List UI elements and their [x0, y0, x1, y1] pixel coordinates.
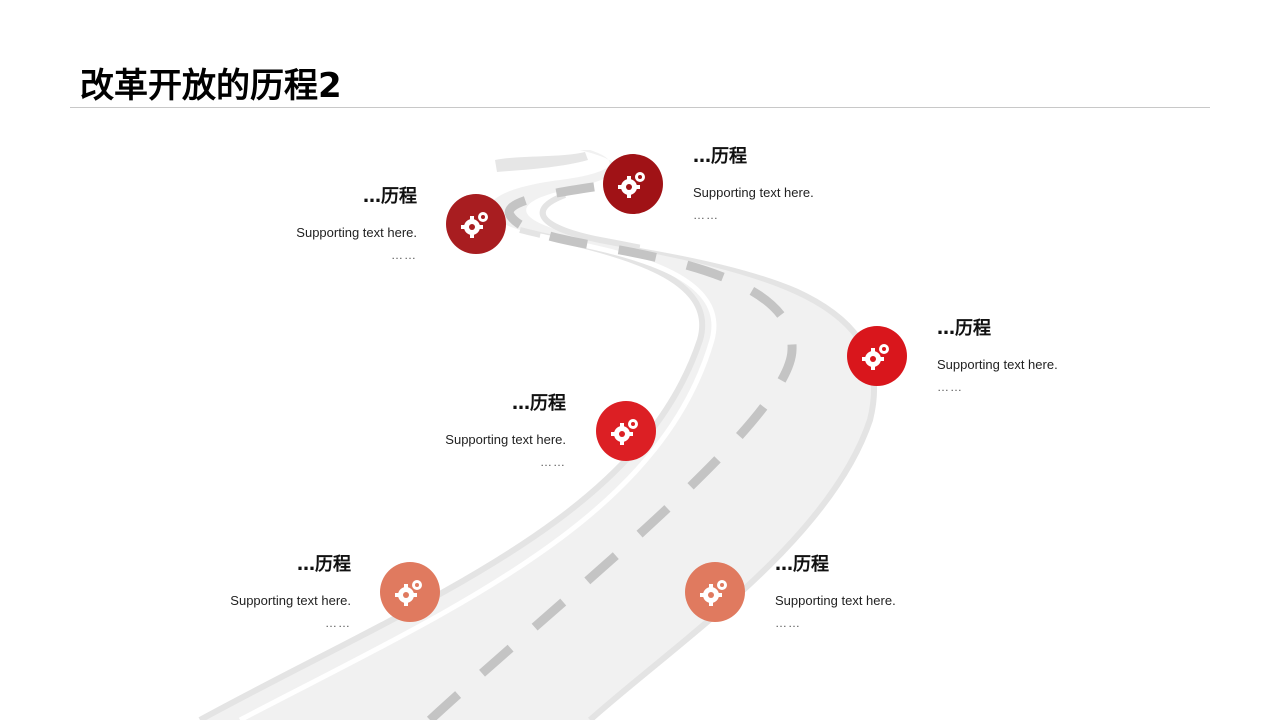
gears-icon [618, 172, 645, 198]
road-center-dashes [426, 181, 797, 720]
page-title: 改革开放的历程2 [80, 66, 342, 106]
milestone-2-more: …… [693, 208, 719, 222]
milestone-4-heading: …历程 [512, 393, 566, 414]
milestone-4-badge[interactable] [596, 401, 656, 461]
gears-icon [700, 580, 727, 606]
milestone-2-label: …历程 Supporting text here. …… [693, 142, 893, 222]
milestone-5-heading: …历程 [297, 554, 351, 575]
milestone-5-badge[interactable] [380, 562, 440, 622]
milestone-1-label: …历程 Supporting text here. …… [217, 182, 417, 262]
milestone-1-more: …… [391, 248, 417, 262]
milestone-6-badge[interactable] [685, 562, 745, 622]
milestone-4-label: …历程 Supporting text here. …… [366, 389, 566, 469]
milestone-1-heading: …历程 [363, 186, 417, 207]
milestone-5-text: Supporting text here. [230, 593, 351, 608]
gears-icon [395, 580, 422, 606]
milestone-2-text: Supporting text here. [693, 185, 814, 200]
milestone-5-more: …… [325, 616, 351, 630]
gears-icon [461, 212, 488, 238]
milestone-6-heading: …历程 [775, 554, 829, 575]
milestone-4-more: …… [540, 455, 566, 469]
title-divider [70, 107, 1210, 108]
milestone-1-text: Supporting text here. [296, 225, 417, 240]
milestone-2-heading: …历程 [693, 146, 747, 167]
milestone-6-label: …历程 Supporting text here. …… [775, 550, 975, 630]
road-edge-right-inner [610, 244, 890, 720]
milestone-1-badge[interactable] [446, 194, 506, 254]
road-distant [495, 152, 588, 172]
milestone-3-label: …历程 Supporting text here. …… [937, 314, 1137, 394]
gears-icon [862, 344, 889, 370]
gears-icon [611, 419, 638, 445]
milestone-5-label: …历程 Supporting text here. …… [151, 550, 351, 630]
milestone-3-more: …… [937, 380, 963, 394]
milestone-2-badge[interactable] [603, 154, 663, 214]
milestone-4-text: Supporting text here. [445, 432, 566, 447]
milestone-3-badge[interactable] [847, 326, 907, 386]
milestone-3-heading: …历程 [937, 318, 991, 339]
milestone-3-text: Supporting text here. [937, 357, 1058, 372]
milestone-6-more: …… [775, 616, 801, 630]
milestone-6-text: Supporting text here. [775, 593, 896, 608]
road-edge-left-inner [238, 233, 717, 720]
